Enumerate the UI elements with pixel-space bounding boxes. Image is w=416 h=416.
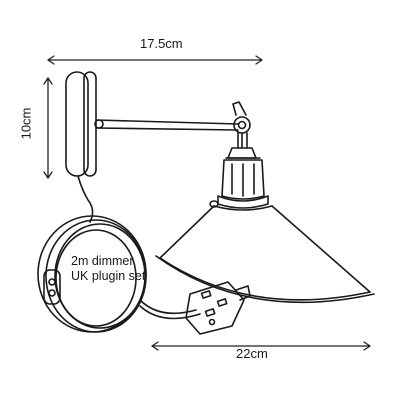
inline-dimmer-switch [43,269,61,305]
cable-note-line-1: 2m dimmer [71,254,134,268]
height-label: 10cm [18,107,34,140]
width-top-label: 17.5cm [140,36,183,51]
lamp-shade [155,200,375,304]
power-cable [37,175,201,333]
bottom-dimension-line [151,341,371,351]
wall-plate [65,71,97,177]
lamp-arm [94,119,239,131]
cable-note: 2m dimmer UK plugin set [71,254,145,284]
width-bottom-label: 22cm [236,346,268,361]
left-dimension-line [43,77,53,179]
top-dimension-line [47,55,263,65]
cable-note-line-2: UK plugin set [71,269,146,283]
lamp-holder [217,147,269,209]
uk-plug [185,281,251,335]
swivel-joint [232,101,251,149]
